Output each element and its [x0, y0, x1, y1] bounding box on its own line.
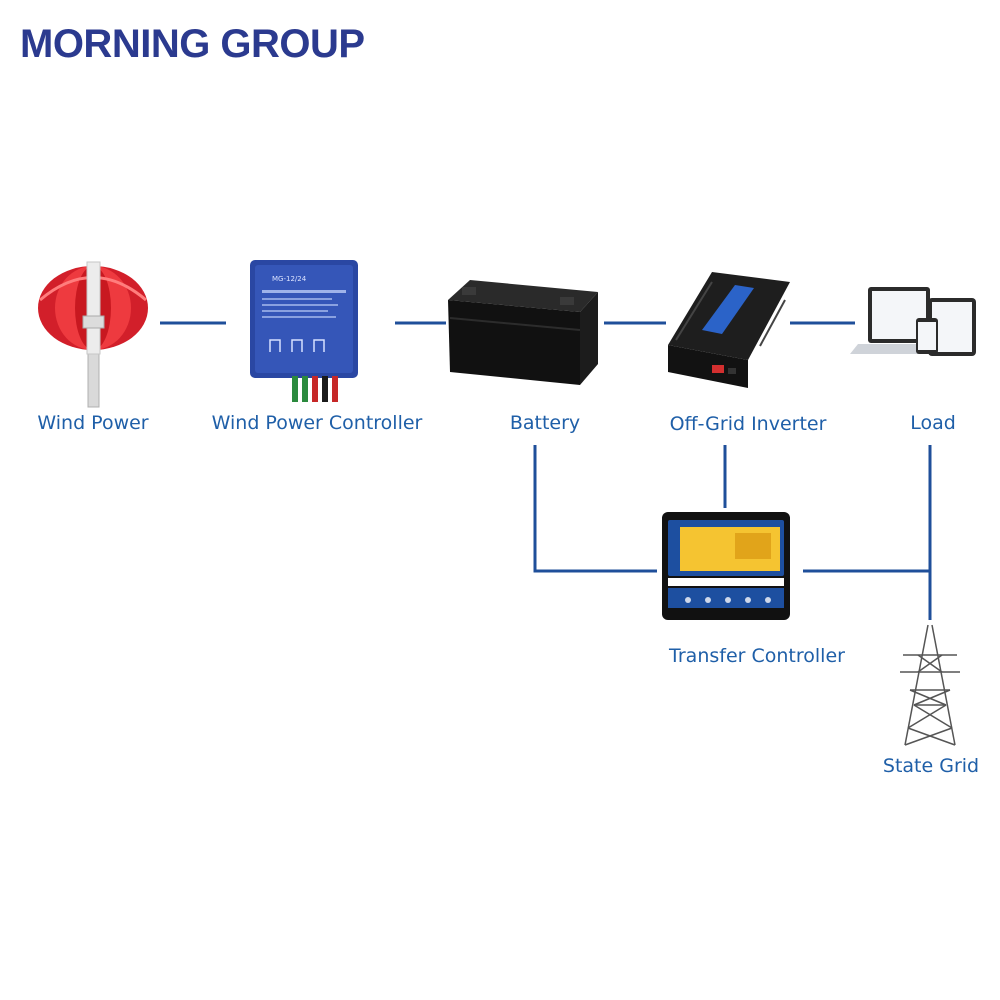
- connector-battery-to-transfer: [533, 445, 657, 573]
- transfer-controller-icon: [662, 512, 790, 620]
- battery-icon: [448, 280, 598, 385]
- battery-label: Battery: [509, 412, 581, 434]
- brand-logo-text: MORNING GROUP: [20, 22, 365, 66]
- controller-model-text: MG-12/24: [272, 275, 307, 283]
- off-grid-inverter-label: Off-Grid Inverter: [669, 413, 827, 435]
- laptop-tablet-phone-icon: [850, 287, 976, 356]
- connectors: [160, 321, 932, 620]
- charge-controller-icon: MG-12/24: [250, 260, 358, 402]
- power-pylon-icon: [900, 624, 960, 746]
- state-grid-label: State Grid: [882, 755, 980, 777]
- inverter-icon: [668, 272, 790, 388]
- wind-turbine-icon: [38, 261, 148, 408]
- load-label: Load: [910, 412, 956, 434]
- wind-power-controller-label: Wind Power Controller: [211, 412, 423, 434]
- wind-power-label: Wind Power: [37, 412, 149, 434]
- transfer-controller-label: Transfer Controller: [669, 645, 845, 667]
